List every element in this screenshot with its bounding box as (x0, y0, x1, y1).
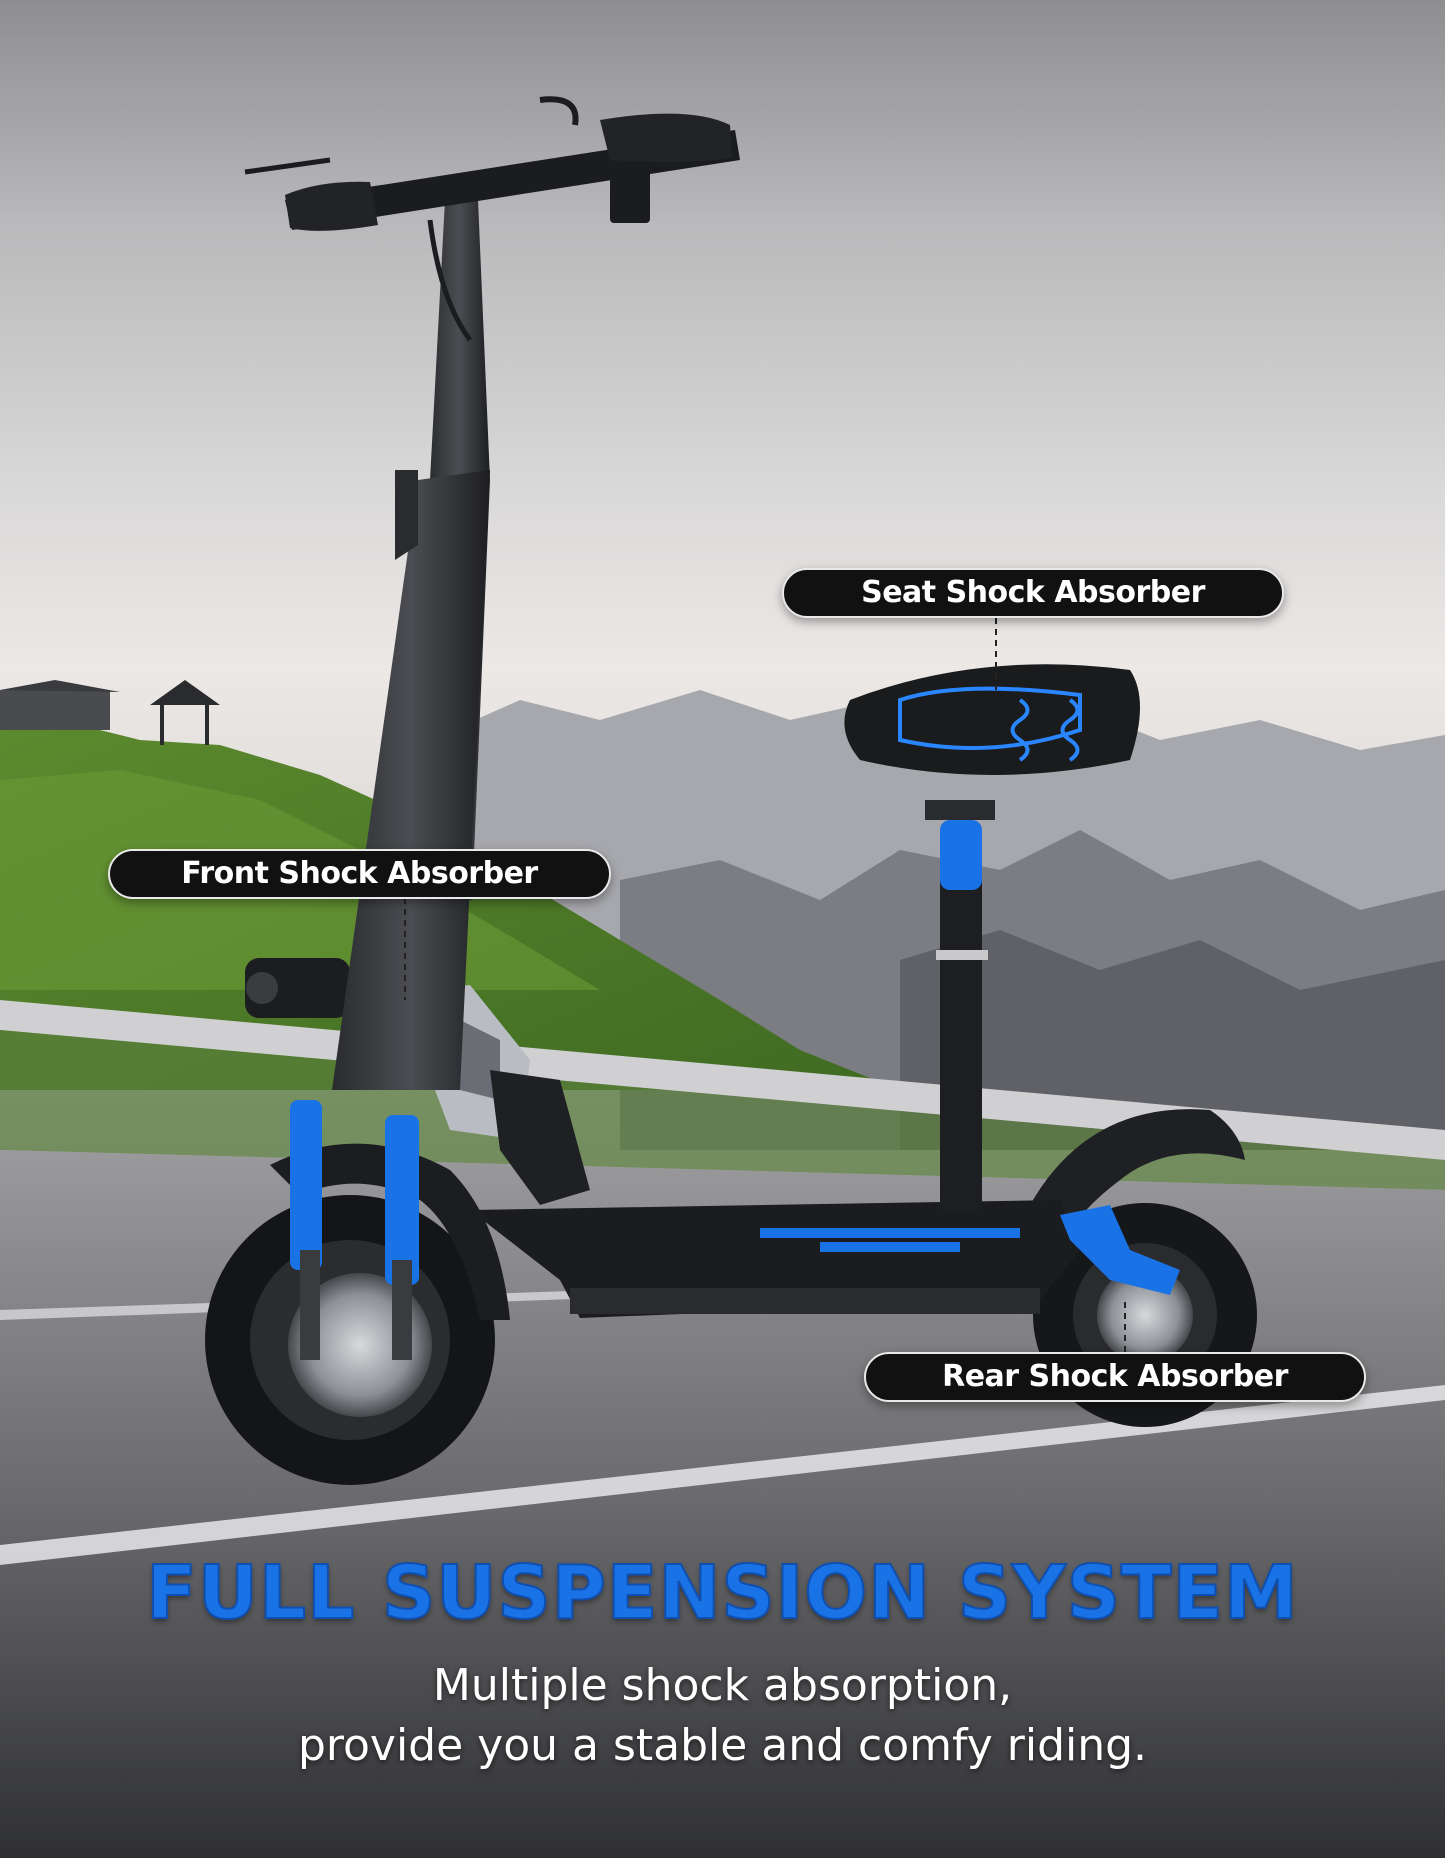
pavilion (0, 680, 220, 745)
subtitle-line-2: provide you a stable and comfy riding. (297, 1720, 1148, 1771)
seat (844, 664, 1140, 775)
front-shock-absorber-label: Front Shock Absorber (108, 849, 611, 899)
rear-shock-absorber-label: Rear Shock Absorber (864, 1352, 1366, 1402)
road-line (0, 1385, 1445, 1565)
headline: FULL SUSPENSION SYSTEM (145, 1549, 1299, 1637)
subtitle-line-1: Multiple shock absorption, (432, 1660, 1013, 1711)
seat-shock-absorber-label: Seat Shock Absorber (782, 568, 1284, 618)
seat-spring (940, 820, 982, 890)
